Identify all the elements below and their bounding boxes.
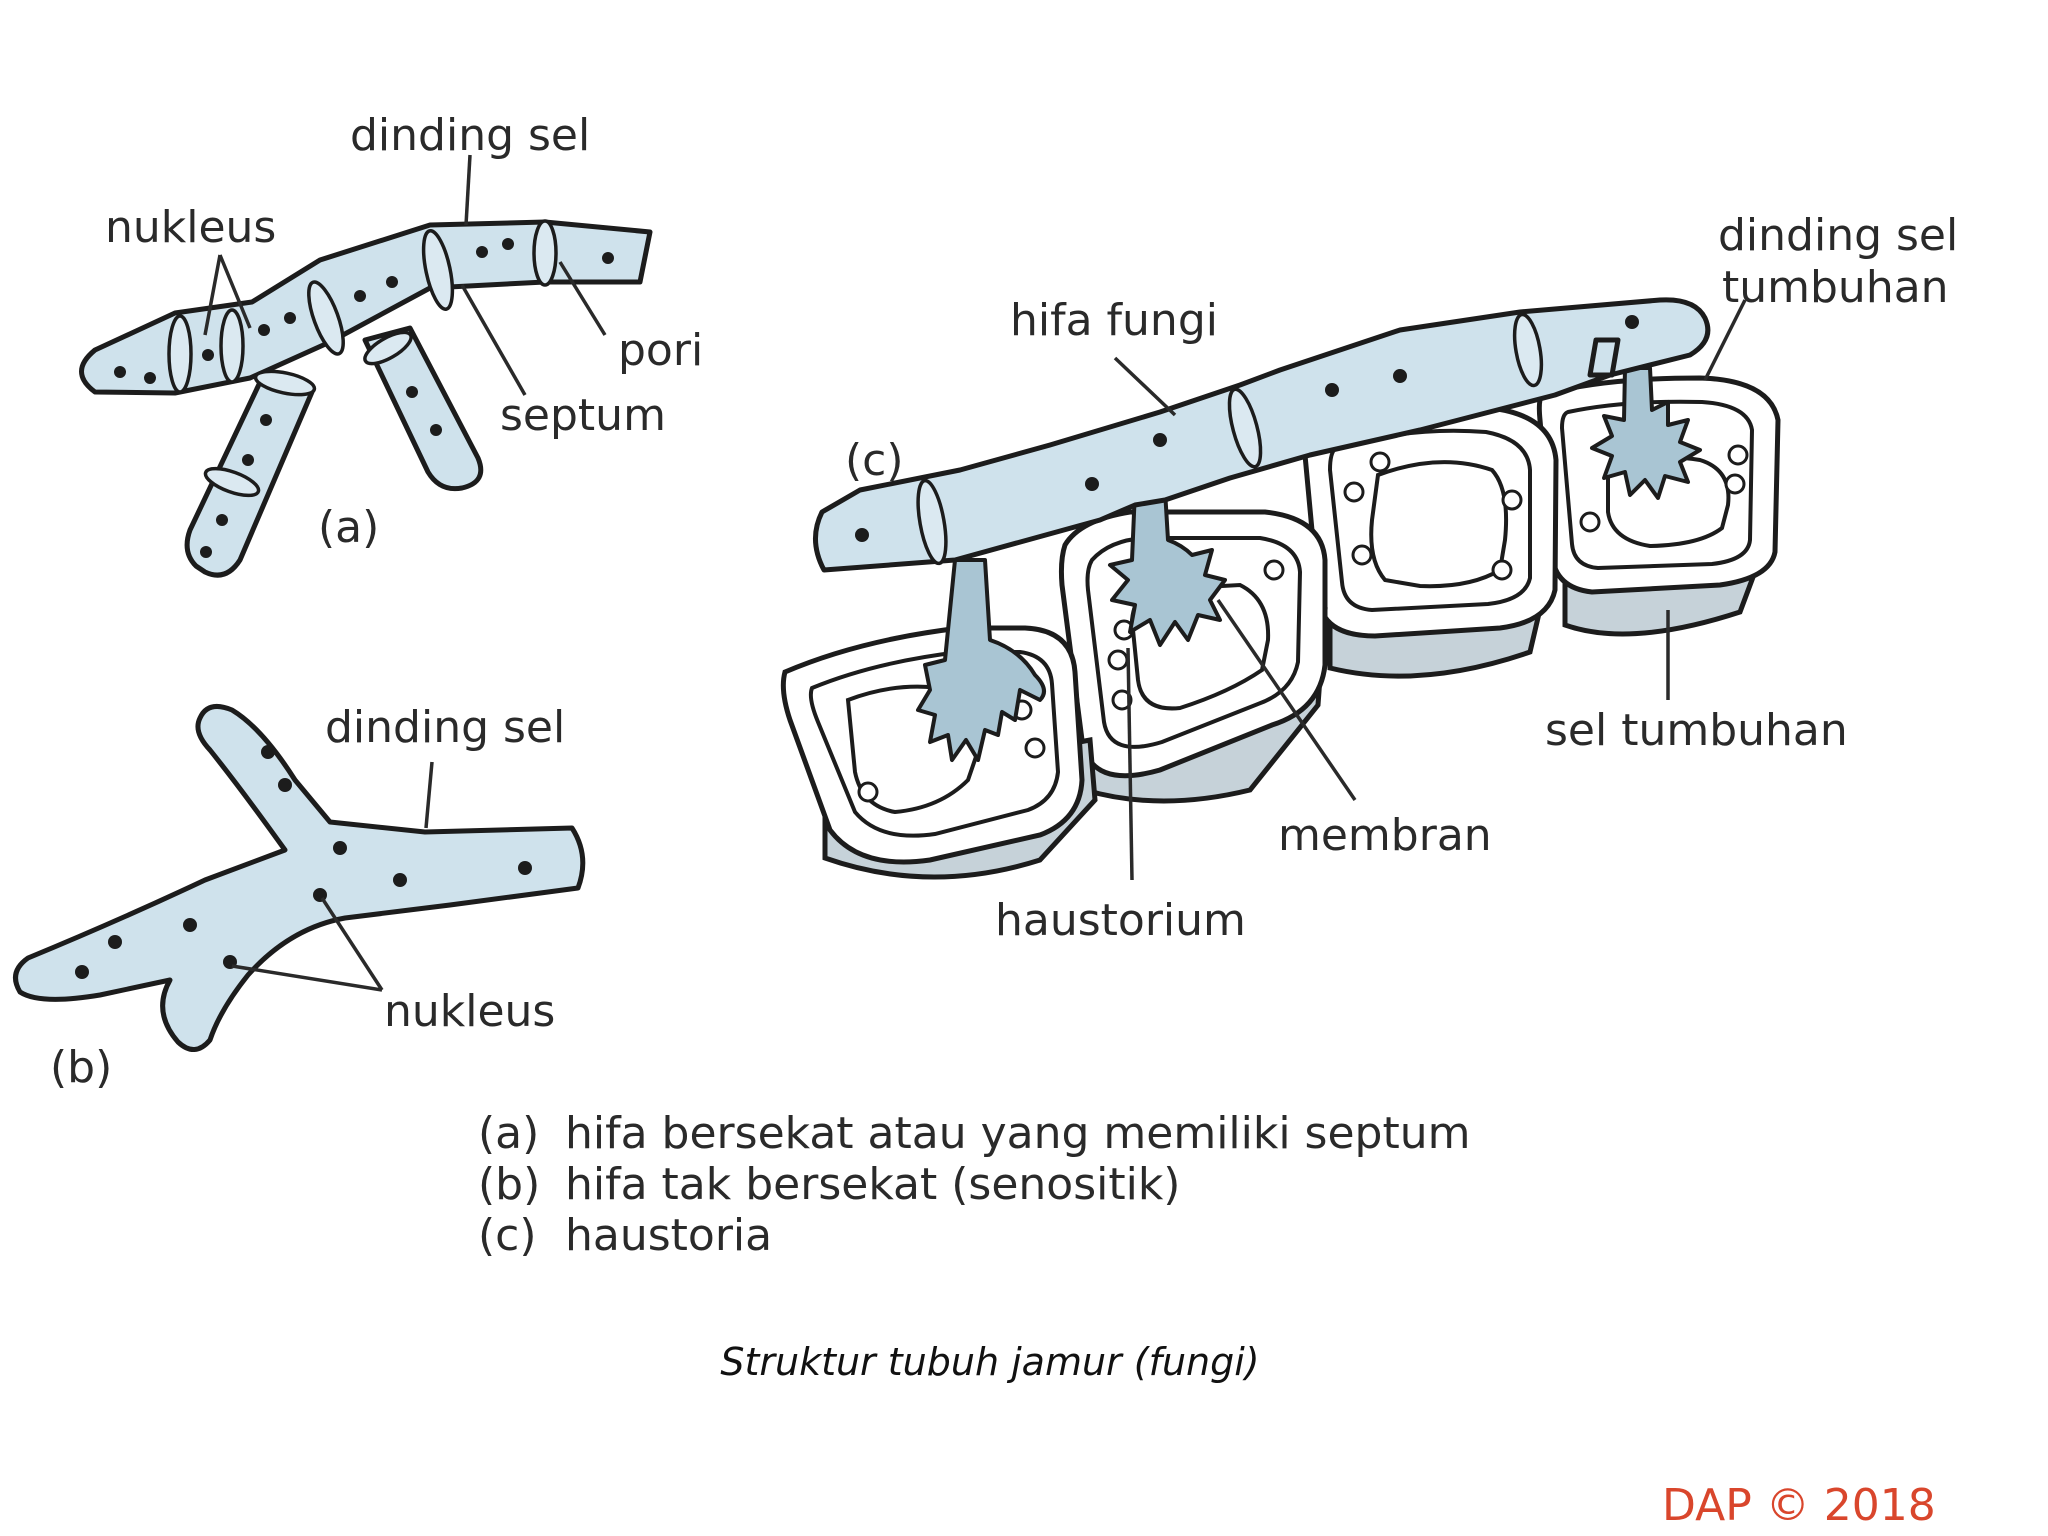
septum-a-2 (219, 308, 245, 384)
label-b-nucleus: nukleus (384, 986, 555, 1037)
panel-c-haustoria: hifa fungi dinding sel tumbuhan sel tumb… (780, 210, 1958, 946)
leader-c-fungal-hypha (1113, 356, 1177, 417)
legend-text-a: hifa bersekat atau yang memiliki septum (565, 1108, 1470, 1159)
figure-caption: Struktur tubuh jamur (fungi) (720, 1340, 1260, 1384)
legend-key-b: (b) (478, 1159, 540, 1210)
plant-cell-1 (780, 625, 1098, 880)
label-c-plant-cell-wall-line1: dinding sel (1718, 210, 1958, 261)
haustorium-1 (916, 558, 1046, 762)
leader-c-plant-cell-wall (1703, 299, 1747, 381)
hypha-a-branch-down (184, 375, 315, 578)
hypha-c-body (813, 297, 1711, 573)
label-c-membrane: membran (1278, 810, 1492, 861)
leader-a-pore (558, 261, 607, 336)
panel-b-tag: (b) (50, 1042, 112, 1093)
hypha-a-branch-right (362, 325, 484, 492)
legend-text-b: hifa tak bersekat (senositik) (565, 1159, 1180, 1210)
leader-b-nucleus-1 (320, 897, 384, 991)
legend-text-c: haustoria (565, 1210, 772, 1261)
septum-a-1 (167, 314, 193, 394)
label-a-nucleus: nukleus (105, 202, 276, 253)
leader-c-membrane (1216, 599, 1357, 801)
label-a-septum: septum (500, 390, 666, 441)
copyright-notice: DAP © 2018 (1662, 1480, 1936, 1531)
septum-a-7 (203, 466, 261, 498)
septum-a-4 (421, 229, 455, 311)
nuclei-a (114, 238, 614, 558)
label-b-cell-wall: dinding sel (325, 702, 565, 753)
leader-a-septum (460, 284, 527, 396)
septum-c-2 (1227, 387, 1263, 469)
septum-a-5 (532, 219, 558, 287)
leader-a-nucleus-1 (203, 254, 222, 336)
haustorium-2 (1108, 488, 1227, 647)
panel-c-tag: (c) (845, 435, 904, 486)
leader-c-haustorium (1126, 647, 1134, 881)
septum-a-6 (253, 369, 317, 397)
leader-a-cell-wall (464, 154, 472, 226)
legend-key-a: (a) (478, 1108, 539, 1159)
label-c-fungal-hypha: hifa fungi (1010, 295, 1218, 346)
septum-a-8 (363, 330, 413, 366)
panel-a-tag: (a) (318, 502, 379, 553)
leader-b-cell-wall (424, 761, 434, 829)
leader-b-nucleus-2 (231, 964, 383, 992)
label-c-plant-cell: sel tumbuhan (1545, 705, 1848, 756)
label-a-pore: pori (618, 325, 703, 376)
haustorium-4 (1590, 366, 1702, 500)
panel-b-coenocytic-hypha: dinding sel nukleus (b) (13, 702, 586, 1093)
hypha-b-body (13, 703, 586, 1052)
septum-a-3 (307, 280, 345, 356)
label-a-cell-wall: dinding sel (350, 110, 590, 161)
legend: (a) hifa bersekat atau yang memiliki sep… (478, 1108, 1470, 1261)
legend-key-c: (c) (478, 1210, 537, 1261)
leader-a-nucleus-2 (218, 254, 252, 329)
nuclei-c (855, 315, 1639, 542)
label-c-plant-cell-wall-line2: tumbuhan (1722, 262, 1949, 313)
plant-cell-3 (1301, 402, 1559, 679)
septum-c-1 (916, 478, 948, 566)
label-c-haustorium: haustorium (995, 895, 1246, 946)
panel-a-septate-hypha: dinding sel nukleus pori septum (a) (79, 110, 703, 578)
septum-c-3 (1512, 312, 1544, 388)
